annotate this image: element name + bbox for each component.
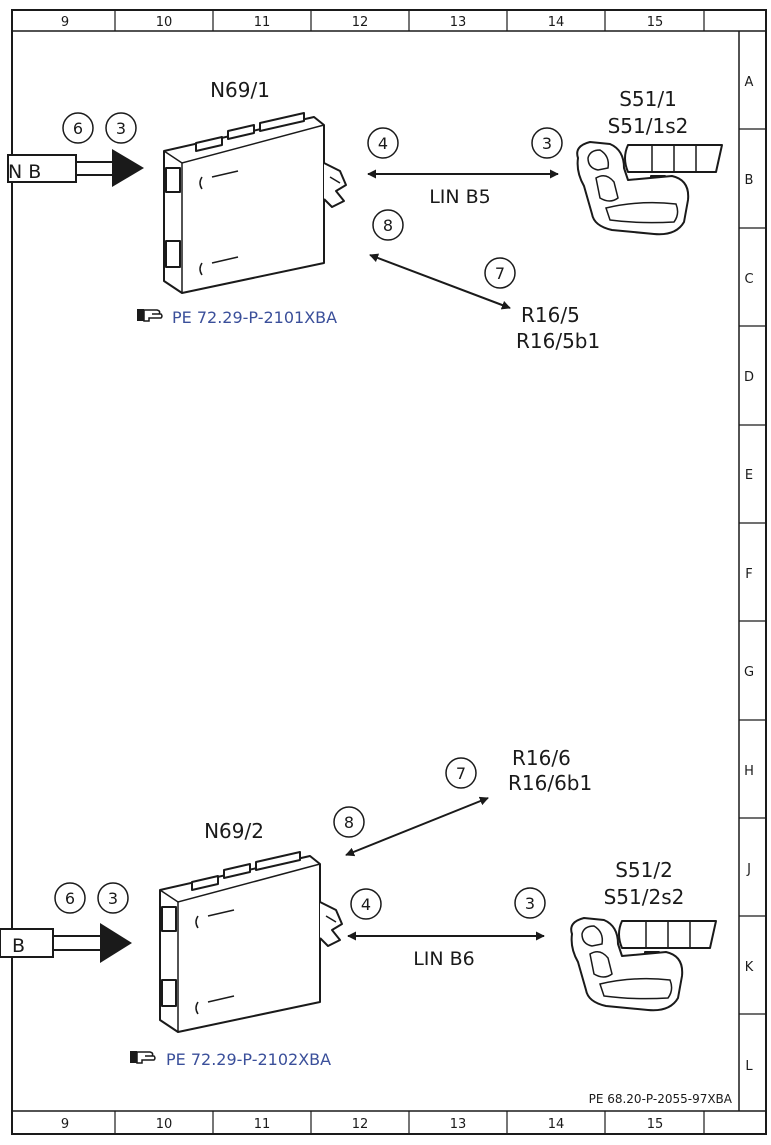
frame	[11, 9, 767, 1135]
row-letters: A B C D E F G H J K L	[744, 75, 754, 1074]
switch-label: S51/1s2	[608, 114, 689, 138]
col-label: 12	[352, 1117, 369, 1132]
row-label: L	[745, 1059, 753, 1074]
sensor-label: R16/5	[521, 303, 580, 327]
row-label: E	[745, 468, 753, 483]
bottom-block: B 6 3 N69/2 PE 72.29-P-2102XBA LIN B6 4	[0, 746, 717, 1069]
callout-number: 8	[383, 216, 393, 235]
sensor-label: R16/5b1	[516, 329, 600, 353]
col-label: 9	[61, 15, 69, 30]
document-id: PE 68.20-P-2055-97XBA	[589, 1092, 733, 1106]
sensor-arrow	[345, 796, 489, 857]
lin-bus-label: LIN B6	[413, 948, 475, 970]
module-label: N69/2	[204, 819, 264, 843]
col-label: 14	[548, 1117, 565, 1132]
reference-text: PE 72.29-P-2102XBA	[166, 1050, 331, 1069]
callout-circle: 3	[97, 882, 129, 914]
callout-circle: 4	[367, 127, 399, 159]
row-label: B	[745, 173, 754, 188]
switch-label: S51/2s2	[604, 885, 685, 909]
callout-circle: 6	[62, 112, 94, 144]
callout-number: 3	[525, 894, 535, 913]
callout-number: 6	[73, 119, 83, 138]
callout-number: 6	[65, 889, 75, 908]
col-label: 10	[156, 1117, 173, 1132]
sensor-label: R16/6	[512, 746, 571, 770]
callout-circle: 7	[484, 257, 516, 289]
callout-circle: 8	[333, 806, 365, 838]
callout-circle: 8	[372, 209, 404, 241]
row-label: F	[745, 567, 752, 582]
callout-circle: 3	[514, 887, 546, 919]
seat-switch-icon	[576, 141, 723, 236]
callout-number: 7	[456, 764, 466, 783]
callout-number: 8	[344, 813, 354, 832]
callout-number: 4	[378, 134, 388, 153]
col-label: 13	[450, 15, 467, 30]
row-label: K	[745, 960, 754, 975]
col-label: 10	[156, 15, 173, 30]
callout-circle: 4	[350, 888, 382, 920]
control-module-icon	[163, 112, 347, 294]
callout-circle: 3	[531, 127, 563, 159]
callout-number: 3	[108, 889, 118, 908]
col-label: 9	[61, 1117, 69, 1132]
module-label: N69/1	[210, 78, 270, 102]
input-bus-label: B	[12, 935, 25, 957]
input-bus-label: N B	[8, 161, 41, 183]
col-label: 11	[254, 1117, 271, 1132]
row-label: D	[744, 370, 754, 385]
callout-circle: 7	[445, 757, 477, 789]
column-numbers-top: 9 10 11 12 13 14 15	[61, 15, 663, 30]
column-numbers-bottom: 9 10 11 12 13 14 15	[61, 1117, 663, 1132]
row-label: J	[746, 862, 751, 877]
pointing-hand-icon	[137, 309, 163, 322]
pointing-hand-icon	[130, 1051, 156, 1064]
reference-link[interactable]: PE 72.29-P-2102XBA	[130, 1050, 331, 1069]
col-label: 15	[647, 1117, 664, 1132]
row-label: G	[744, 665, 754, 680]
row-label: C	[744, 272, 753, 287]
row-label: A	[745, 75, 754, 90]
col-label: 13	[450, 1117, 467, 1132]
callout-number: 3	[116, 119, 126, 138]
control-module-icon	[159, 851, 343, 1033]
switch-label: S51/1	[619, 87, 677, 111]
sensor-label: R16/6b1	[508, 771, 592, 795]
callout-number: 4	[361, 895, 371, 914]
col-label: 15	[647, 15, 664, 30]
col-label: 14	[548, 15, 565, 30]
input-bus-arrow	[0, 923, 132, 963]
row-label: H	[744, 764, 754, 779]
lin-bus-label: LIN B5	[429, 186, 491, 208]
reference-link[interactable]: PE 72.29-P-2101XBA	[137, 308, 337, 327]
callout-circle: 6	[54, 882, 86, 914]
col-label: 11	[254, 15, 271, 30]
callout-number: 3	[542, 134, 552, 153]
col-label: 12	[352, 15, 369, 30]
sensor-arrow	[369, 253, 511, 310]
callout-circle: 3	[105, 112, 137, 144]
input-bus-arrow	[7, 149, 144, 187]
seat-switch-icon	[570, 917, 717, 1012]
callout-number: 7	[495, 264, 505, 283]
reference-text: PE 72.29-P-2101XBA	[172, 308, 337, 327]
top-block: N B 6 3 N69/1 PE 72.29-P-2101XBA LIN B5 …	[7, 78, 723, 353]
switch-label: S51/2	[615, 858, 673, 882]
